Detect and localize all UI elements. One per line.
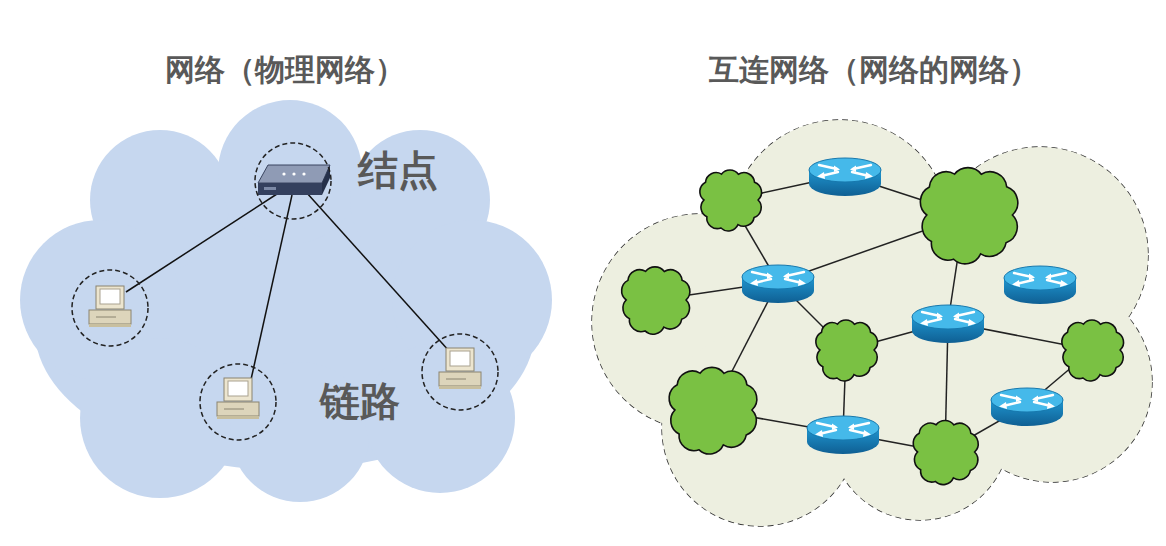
computer-icon [439,348,481,389]
panel-heading: 网络（物理网络） [10,50,560,91]
part-label: 结点 [358,143,438,198]
network-cloud: 网络（物理网络） [10,40,560,510]
switch-icon [258,165,330,195]
network-cloud: 互连网络（网络的网络） [585,40,1163,540]
cloud-outline [10,40,560,510]
computer-icon [89,286,131,327]
computer-icon [217,378,259,419]
link-lines [126,192,450,384]
part-label: 链路 [320,374,400,429]
router-icons [742,158,1076,454]
internet-links [655,175,1092,452]
network-clouds [622,168,1124,485]
cloud-outline [585,40,1163,540]
dashed-rings [72,143,498,440]
panel-heading: 互连网络（网络的网络） [585,50,1163,91]
